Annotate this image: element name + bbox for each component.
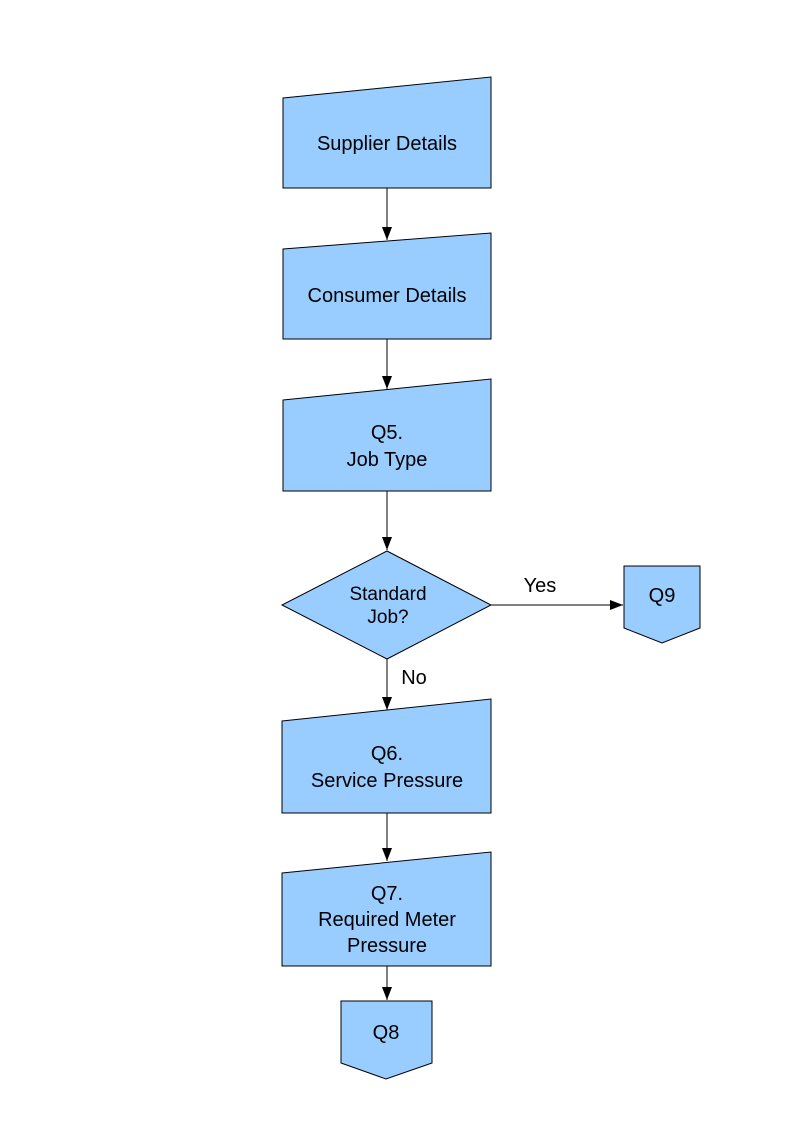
- off-page-connector-shape: [623, 565, 701, 644]
- node-label-line: Service Pressure: [311, 770, 463, 792]
- node-q5-job-type: Q5. Job Type: [282, 378, 492, 492]
- node-label-line: Q5.: [371, 422, 403, 444]
- edges: Yes No: [382, 188, 623, 1000]
- edge-label-no: No: [401, 667, 427, 689]
- node-label: Consumer Details: [308, 285, 467, 307]
- node-standard-job-decision: Standard Job?: [280, 550, 493, 660]
- node-q9-offpage-connector: Q9: [623, 565, 701, 644]
- node-q6-service-pressure: Q6. Service Pressure: [281, 698, 492, 814]
- node-label-line: Standard: [349, 584, 426, 605]
- node-label-line: Required Meter: [318, 909, 456, 931]
- node-q7-required-meter-pressure: Q7. Required Meter Pressure: [281, 851, 492, 967]
- decision-diamond-shape: [280, 550, 493, 660]
- node-label-line: Job?: [367, 607, 408, 628]
- manual-input-shape: [281, 698, 492, 814]
- node-label: Supplier Details: [317, 133, 457, 155]
- node-label-line: Job Type: [347, 449, 428, 471]
- manual-input-shape: [282, 232, 492, 340]
- node-consumer-details: Consumer Details: [282, 232, 492, 340]
- node-supplier-details: Supplier Details: [282, 76, 492, 189]
- node-label-line: Q7.: [371, 883, 403, 905]
- manual-input-shape: [281, 851, 492, 967]
- node-label: Q8: [373, 1022, 400, 1044]
- node-q8-offpage-connector: Q8: [340, 1000, 433, 1080]
- node-label: Q9: [649, 585, 676, 607]
- off-page-connector-shape: [340, 1000, 433, 1080]
- node-label-line: Q6.: [371, 743, 403, 765]
- edge-label-yes: Yes: [524, 575, 557, 597]
- node-label-line: Pressure: [347, 935, 427, 957]
- manual-input-shape: [282, 76, 492, 189]
- manual-input-shape: [282, 378, 492, 492]
